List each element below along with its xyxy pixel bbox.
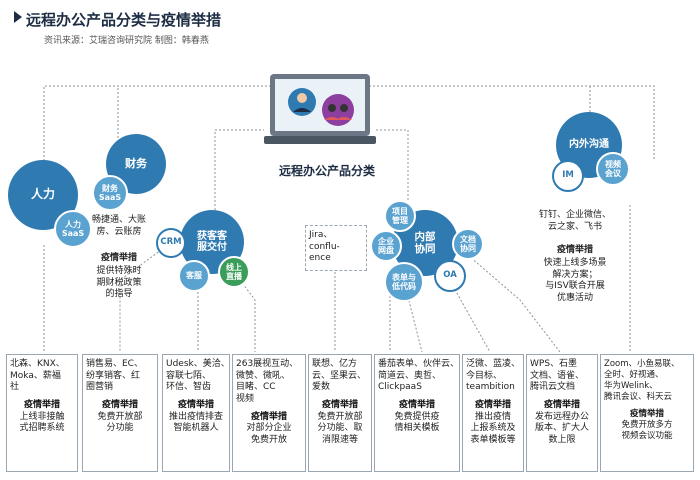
box-measure-label: 疫情举措 <box>629 409 664 420</box>
box-measure-label: 疫情举措 <box>321 400 358 411</box>
box-products: 番茄表单、伙伴云、 简道云、奥哲、 ClickpaaS <box>378 359 460 393</box>
box-measure-label: 疫情举措 <box>101 400 138 411</box>
live-badge: 线上 直播 <box>218 256 250 288</box>
finance-products: 畅捷通、大账 房、云账房 <box>91 215 146 237</box>
box-products: Zoom、小鱼易联、 全时、好视通、 华为Welink、 腾讯会议、科天云 <box>604 359 680 403</box>
product-box: 联想、亿方 云、坚果云、 爱数 疫情举措 免费开放部 分功能、取 消限速等 <box>308 354 372 472</box>
oa-label: OA <box>443 270 457 281</box>
box-measure: 对部分企业 免费开放 <box>246 423 292 446</box>
title-arrow-icon <box>14 11 22 23</box>
crm-label: CRM <box>160 237 182 248</box>
box-measure: 免费提供疫 情相关模板 <box>394 411 440 434</box>
product-box: WPS、石墨 文档、语雀、 腾讯云文档 疫情举措 发布远程办公 版本、扩大人 数… <box>526 354 598 472</box>
external-products: 钉钉、企业微信、 云之家、飞书 <box>538 210 611 232</box>
hr-saas-label: 人力 SaaS <box>61 219 85 238</box>
finance-measure-label: 疫情举措 <box>100 253 137 263</box>
laptop-icon <box>264 72 376 152</box>
box-measure-label: 疫情举措 <box>474 400 511 411</box>
doc-collab-label: 文档 协同 <box>460 234 476 253</box>
box-products: Udesk、美洽、 容联七陌、 环信、智齿 <box>166 359 230 393</box>
doc-collab-badge: 文档 协同 <box>452 228 484 260</box>
center-label: 远程办公产品分类 <box>279 164 376 178</box>
box-measure-label: 疫情举措 <box>398 400 435 411</box>
box-measure: 上线非接触 式招聘系统 <box>19 411 65 434</box>
netdisk-badge: 企业 网盘 <box>370 230 402 262</box>
box-measure-label: 疫情举措 <box>543 400 580 411</box>
box-products: WPS、石墨 文档、语雀、 腾讯云文档 <box>530 359 585 393</box>
external-measure: 快速上线多场景 解决方案； 与ISV联合开展 优惠活动 <box>543 258 607 304</box>
box-measure: 发布远程办公 版本、扩大人 数上限 <box>534 411 589 446</box>
box-products: 联想、亿方 云、坚果云、 爱数 <box>312 359 367 393</box>
finance-saas-label: 财务 SaaS <box>98 183 122 202</box>
box-measure: 免费开放多方 视频会议功能 <box>621 420 673 442</box>
page-title: 远程办公产品分类与疫情举措 <box>26 11 222 29</box>
netdisk-label: 企业 网盘 <box>378 236 394 255</box>
customer-category-label: 获客客 服交付 <box>197 230 227 254</box>
finance-category-label: 财务 <box>125 156 147 170</box>
box-products: 销售易、EC、 纷享销客、红 圈营销 <box>86 359 143 393</box>
product-box: 泛微、蓝凌、 今目标、 teambition 疫情举措 推出疫情 上报系统及 表… <box>462 354 524 472</box>
product-box: Udesk、美洽、 容联七陌、 环信、智齿 疫情举措 推出疫情排查 智能机器人 <box>162 354 230 472</box>
im-badge: IM <box>552 160 584 192</box>
box-products: 263展视互动、 微赞、微吼、 目睹、CC 视频 <box>236 359 299 405</box>
finance-category-circle: 财务 <box>106 134 166 194</box>
box-measure-label: 疫情举措 <box>250 411 287 422</box>
finance-measure: 提供特殊时 期财税政策 的指导 <box>96 266 142 300</box>
box-measure-label: 疫情举措 <box>23 400 60 411</box>
finance-saas-badge: 财务 SaaS <box>92 175 128 211</box>
hr-saas-badge: 人力 SaaS <box>54 210 92 248</box>
im-label: IM <box>562 170 574 181</box>
service-badge: 客服 <box>178 260 210 292</box>
product-box: 销售易、EC、 纷享销客、红 圈营销 疫情举措 免费开放部 分功能 <box>82 354 158 472</box>
product-box: Zoom、小鱼易联、 全时、好视通、 华为Welink、 腾讯会议、科天云 疫情… <box>600 354 694 472</box>
box-measure: 免费开放部 分功能、取 消限速等 <box>317 411 363 446</box>
box-products: 北森、KNX、 Moka、薪福 社 <box>10 359 65 393</box>
service-label: 客服 <box>186 271 202 281</box>
product-box: 北森、KNX、 Moka、薪福 社 疫情举措 上线非接触 式招聘系统 <box>6 354 78 472</box>
hr-category-label: 人力 <box>30 187 55 202</box>
collab-category-label: 内部 协同 <box>414 230 436 255</box>
crm-badge: CRM <box>156 228 186 258</box>
video-conf-badge: 视频 会议 <box>596 152 630 186</box>
box-products: 泛微、蓝凌、 今目标、 teambition <box>466 359 521 393</box>
product-box: 番茄表单、伙伴云、 简道云、奥哲、 ClickpaaS 疫情举措 免费提供疫 情… <box>374 354 460 472</box>
live-label: 线上 直播 <box>226 262 242 281</box>
form-lowcode-badge: 表单与 低代码 <box>384 262 424 302</box>
pm-label: 项目 管理 <box>392 206 408 225</box>
product-box: 263展视互动、 微赞、微吼、 目睹、CC 视频 疫情举措 对部分企业 免费开放 <box>232 354 306 472</box>
box-measure: 推出疫情排查 智能机器人 <box>168 411 223 434</box>
video-conf-label: 视频 会议 <box>605 159 621 178</box>
external-measure-label: 疫情举措 <box>556 245 593 255</box>
oa-badge: OA <box>434 260 466 292</box>
external-category-label: 内外沟通 <box>569 139 609 151</box>
jira-box: Jira、 conflu- ence <box>305 225 367 271</box>
source-note: 资讯来源：艾瑞咨询研究院 制图：韩春燕 <box>44 36 209 46</box>
box-measure: 免费开放部 分功能 <box>97 411 143 434</box>
box-measure: 推出疫情 上报系统及 表单模板等 <box>470 411 516 446</box>
pm-badge: 项目 管理 <box>384 200 416 232</box>
box-measure-label: 疫情举措 <box>177 400 214 411</box>
form-lowcode-label: 表单与 低代码 <box>392 272 416 291</box>
jira-products: Jira、 conflu- ence <box>309 230 340 264</box>
